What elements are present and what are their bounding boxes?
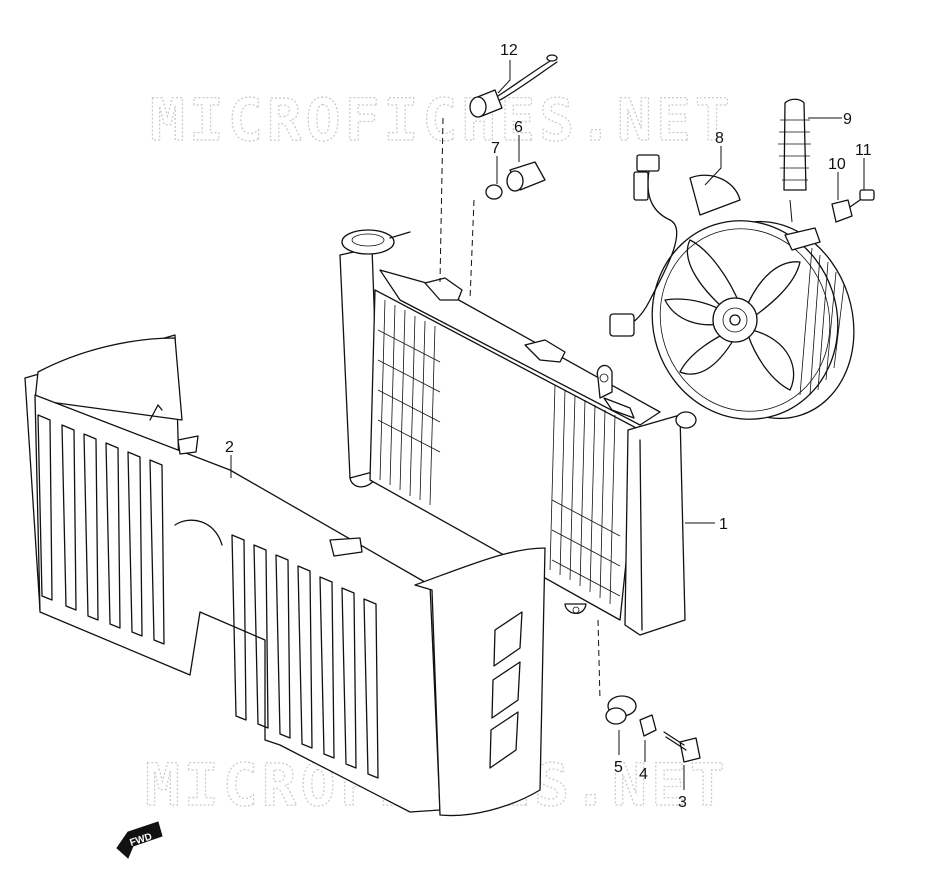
radiator-core: [339, 229, 697, 636]
callout-2: 2: [225, 439, 234, 456]
callout-7: 7: [491, 140, 500, 157]
bolt-part-11: [849, 189, 875, 208]
leader-lines: [230, 60, 865, 790]
callout-10: 10: [828, 156, 846, 173]
callout-11: 11: [855, 142, 872, 159]
o-ring-part-7: [485, 184, 503, 200]
cooling-fan-assembly: [609, 154, 855, 420]
bolt-part-3: [663, 731, 701, 763]
callout-3: 3: [678, 794, 687, 811]
watermark-top: MICROFICHES.NET: [150, 86, 734, 154]
collar-part-4: [639, 714, 657, 737]
fan-switch-part-6: [506, 161, 546, 192]
clip-nut-part-10: [831, 199, 853, 223]
radiator-shroud: [24, 334, 546, 817]
callout-9: 9: [843, 111, 852, 128]
callout-6: 6: [514, 119, 523, 136]
callout-labels: 12 6 7 8 9 10 11 2 1 5 4 3: [225, 42, 872, 811]
callout-8: 8: [715, 130, 724, 147]
callout-12: 12: [500, 42, 518, 59]
callout-5: 5: [614, 759, 623, 776]
grommet-part-5: [605, 695, 637, 725]
callout-4: 4: [639, 766, 648, 783]
callout-1: 1: [719, 516, 728, 533]
forward-direction-badge: FWD: [116, 821, 163, 859]
thermo-switch-part-12: [469, 54, 558, 118]
boot-part-9: [778, 98, 811, 191]
